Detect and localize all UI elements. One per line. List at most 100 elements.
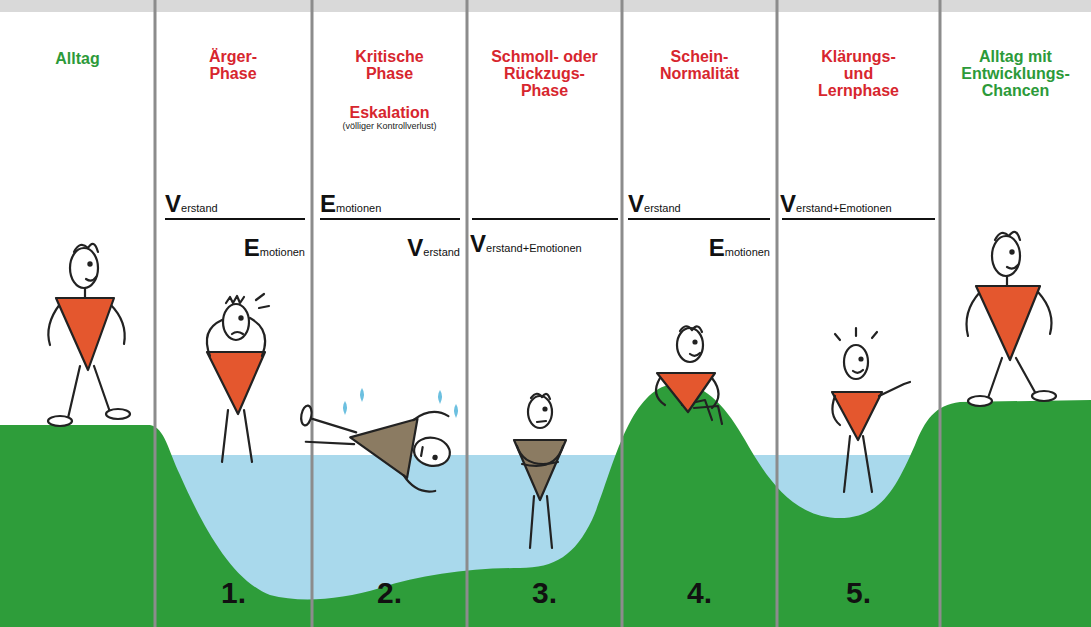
phase-band: Alltag [0,0,155,627]
hair [226,296,244,303]
head [223,304,249,340]
leg [309,418,357,432]
arm [250,318,265,356]
phase-number: 2. [312,577,467,609]
walking-person [48,244,130,426]
falling-person [292,389,457,494]
eye [694,341,697,344]
splash-drop [360,388,364,402]
phase-heading: Schein- Normalität [652,48,747,82]
fraction-numerator: Emotionen [320,192,460,220]
leg [1016,358,1036,394]
hair [531,394,550,399]
mouth [537,421,546,422]
body [56,298,114,370]
fraction-line [165,218,305,220]
excitement-marks [835,328,877,340]
leg [68,366,80,418]
fraction-lines [165,218,935,220]
phase-number: 5. [777,577,940,609]
fraction-denominator: Emotionen [165,236,305,264]
eye [1010,250,1013,253]
column-dividers [155,0,940,627]
arm [401,475,437,493]
phase-number: 1. [155,577,312,609]
arm [1038,292,1052,334]
fraction-line [472,218,618,220]
walking-person [967,232,1057,406]
phase-heading: Kritische Phase [342,48,437,82]
phase-heading: Schmoll- oder Rückzugs- Phase [482,48,607,99]
fraction-numerator: Verstand [165,192,305,220]
body [207,352,265,414]
leg [988,358,1002,398]
phase-subheading: Eskalation [312,104,467,121]
divider-line [154,0,157,627]
phase-band: Alltag mit Entwicklungs- Chancen [940,0,1091,627]
phase-heading: Alltag [0,50,155,67]
splash-drop [454,404,458,418]
head [412,435,452,469]
splash-drop [438,390,442,404]
arm [879,382,910,396]
eye [88,262,91,265]
shoe [300,405,313,426]
divider-line [621,0,624,627]
arm [967,292,981,336]
head [844,345,868,379]
head [992,236,1020,276]
phase-note: (völliger Kontrollverlust) [312,121,467,132]
fraction-line [782,218,935,220]
mouth [421,447,423,456]
leg [244,410,252,462]
phase-heading: Ärger- Phase [197,48,269,82]
arm [656,378,665,405]
arm [48,304,60,345]
leg [222,410,228,462]
head [677,328,703,362]
shoe [1032,391,1056,401]
shoe [48,416,72,426]
divider-line [939,0,942,627]
phase-band: Ärger- PhaseVerstandEmotionen 1. [155,0,312,627]
sitting-person [656,326,722,424]
phase-number: 4. [622,577,777,609]
mouth [690,353,700,356]
shoe [106,409,130,419]
arm [832,396,840,425]
anger-marks [256,294,269,308]
arm [110,304,125,344]
body [514,440,566,500]
head [528,396,552,428]
ground [0,384,1091,627]
water-splashes [343,388,458,418]
phase-band: Klärungs- und LernphaseVerstand+Emotione… [777,0,940,627]
phase-number: 3. [467,577,622,609]
arm [712,378,719,408]
neck [1006,276,1008,286]
mouth [1007,265,1018,269]
hair [74,244,98,252]
body [976,286,1040,360]
arm [413,408,449,426]
fraction-line [320,218,460,220]
phase-band: Kritische PhaseEskalation(völliger Kontr… [312,0,467,627]
divider-line [311,0,314,627]
leg [694,406,722,424]
leg [844,436,850,492]
hair [680,326,702,332]
eye [860,358,863,361]
arm [522,446,563,466]
body [345,408,417,478]
fraction-denominator: Verstand [320,236,460,264]
leg [547,496,552,548]
leg [94,366,110,412]
mouth [853,370,863,373]
leg [530,496,534,548]
fraction-line [628,218,770,220]
neck [84,288,86,298]
fraction-denominator: Verstand+Emotionen [470,232,620,260]
body [832,392,882,440]
eye [433,456,437,460]
figures [48,232,1056,548]
